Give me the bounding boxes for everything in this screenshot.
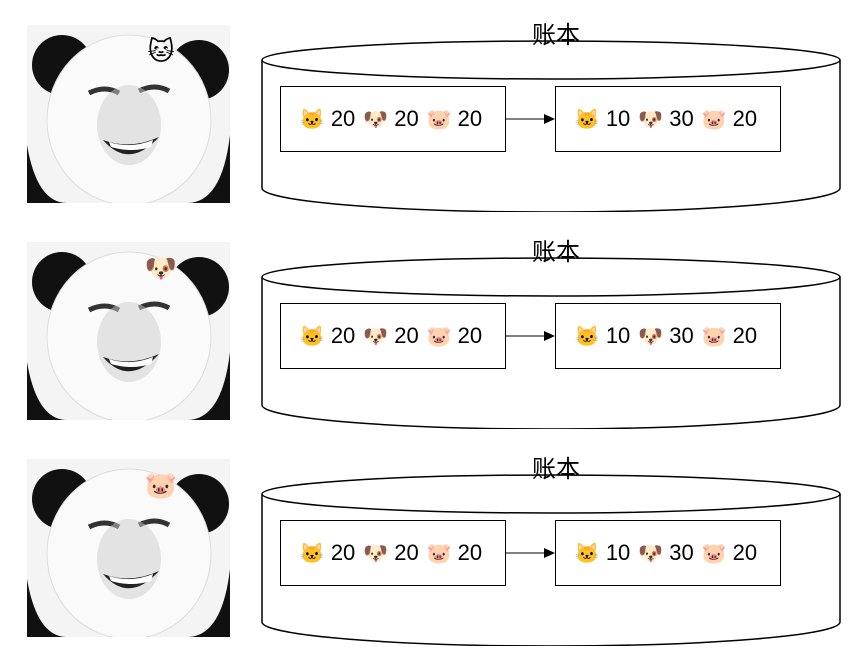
balance-value: 20 bbox=[330, 323, 356, 348]
balance-item: 🐷20 bbox=[427, 540, 482, 566]
balance-item: 🐶20 bbox=[363, 106, 418, 132]
balance-item: 🐷20 bbox=[702, 106, 757, 132]
balance-value: 20 bbox=[394, 323, 419, 348]
cat-icon: 🐱 bbox=[299, 325, 325, 348]
dog-icon: 🐶 bbox=[638, 542, 664, 565]
balance-value: 30 bbox=[669, 106, 694, 131]
balance-value: 20 bbox=[732, 106, 758, 131]
balance-value: 10 bbox=[605, 323, 631, 348]
balance-item: 🐱20 bbox=[300, 540, 355, 566]
dog-icon: 🐶 bbox=[363, 542, 389, 565]
balance-value: 10 bbox=[605, 540, 631, 565]
balance-item: 🐱20 bbox=[300, 323, 355, 349]
balance-item: 🐶30 bbox=[638, 540, 693, 566]
participant-row: 🐶 账本 🐱20🐶20🐷20 🐱10🐶30🐷20 bbox=[0, 217, 866, 434]
arrow-icon bbox=[506, 331, 555, 341]
ledger-block-before: 🐱20🐶20🐷20 bbox=[280, 303, 506, 369]
arrow-icon bbox=[506, 114, 555, 124]
pig-icon: 🐷 bbox=[701, 325, 727, 348]
balance-value: 20 bbox=[732, 540, 758, 565]
avatar-pig-icon: 🐷 bbox=[144, 471, 178, 501]
balance-value: 20 bbox=[330, 540, 356, 565]
participant-row: 🐷 账本 🐱20🐶20🐷20 🐱10🐶30🐷20 bbox=[0, 434, 866, 651]
balance-item: 🐱10 bbox=[575, 106, 630, 132]
pig-icon: 🐷 bbox=[701, 108, 727, 131]
cat-icon: 🐱 bbox=[574, 325, 600, 348]
ledger-title: 账本 bbox=[532, 21, 580, 49]
cat-icon: 🐱 bbox=[574, 108, 600, 131]
dog-icon: 🐶 bbox=[363, 325, 389, 348]
balance-item: 🐷20 bbox=[427, 106, 482, 132]
cat-icon: 🐱 bbox=[299, 542, 325, 565]
balance-value: 20 bbox=[330, 106, 356, 131]
arrow-icon bbox=[506, 548, 555, 558]
avatar-cat-icon: 🐱 bbox=[147, 37, 175, 67]
balance-value: 20 bbox=[457, 323, 483, 348]
pig-icon: 🐷 bbox=[426, 542, 452, 565]
dog-icon: 🐶 bbox=[638, 325, 664, 348]
balance-item: 🐱20 bbox=[300, 106, 355, 132]
balance-item: 🐱10 bbox=[575, 323, 630, 349]
balance-item: 🐶30 bbox=[638, 323, 693, 349]
cat-icon: 🐱 bbox=[299, 108, 325, 131]
balance-value: 20 bbox=[394, 540, 419, 565]
balance-item: 🐶30 bbox=[638, 106, 693, 132]
balance-item: 🐷20 bbox=[427, 323, 482, 349]
participant-row: 🐱 账本 🐱20🐶20🐷20 🐱10🐶30🐷20 bbox=[0, 0, 866, 217]
pig-icon: 🐷 bbox=[426, 325, 452, 348]
balance-value: 30 bbox=[669, 323, 694, 348]
panda-meme-avatar: 🐱 bbox=[27, 25, 230, 206]
balance-value: 20 bbox=[457, 540, 483, 565]
balance-item: 🐷20 bbox=[702, 323, 757, 349]
ledger-block-after: 🐱10 🐶30 🐷20 bbox=[555, 86, 781, 152]
panda-meme-avatar: 🐷 bbox=[27, 459, 230, 640]
ledger-title: 账本 bbox=[532, 455, 580, 483]
balance-value: 20 bbox=[394, 106, 419, 131]
balance-value: 20 bbox=[457, 106, 483, 131]
balance-value: 30 bbox=[669, 540, 694, 565]
balance-item: 🐷20 bbox=[702, 540, 757, 566]
pig-icon: 🐷 bbox=[701, 542, 727, 565]
panda-meme-avatar: 🐶 bbox=[27, 242, 230, 423]
balance-item: 🐱10 bbox=[575, 540, 630, 566]
balance-item: 🐶20 bbox=[363, 540, 418, 566]
cat-icon: 🐱 bbox=[574, 542, 600, 565]
ledger-block-after: 🐱10 🐶30 🐷20 bbox=[555, 303, 781, 369]
balance-item: 🐶20 bbox=[363, 323, 418, 349]
balance-value: 20 bbox=[732, 323, 758, 348]
avatar-dog-icon: 🐶 bbox=[144, 254, 178, 284]
ledger-block-after: 🐱10 🐶30 🐷20 bbox=[555, 520, 781, 586]
balance-value: 10 bbox=[605, 106, 631, 131]
dog-icon: 🐶 bbox=[638, 108, 664, 131]
pig-icon: 🐷 bbox=[426, 108, 452, 131]
ledger-title: 账本 bbox=[532, 238, 580, 266]
ledger-block-before: 🐱20🐶20🐷20 bbox=[280, 520, 506, 586]
ledger-block-before: 🐱20🐶20🐷20 bbox=[280, 86, 506, 152]
dog-icon: 🐶 bbox=[363, 108, 389, 131]
